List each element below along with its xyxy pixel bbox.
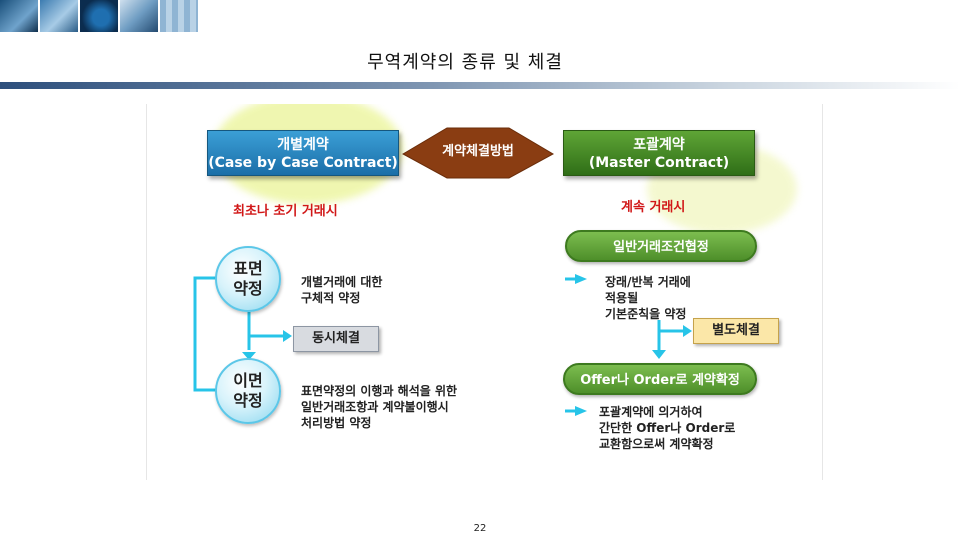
master-contract-box: 포괄계약 (Master Contract): [563, 130, 755, 176]
hidden-desc-line: 표면약정의 이행과 해석을 위한: [301, 383, 457, 399]
case-by-case-title: 개별계약: [208, 136, 398, 154]
thumbnail-image: [160, 0, 198, 32]
slide-title: 무역계약의 종류 및 체결: [0, 48, 930, 74]
thumbnail-image: [80, 0, 118, 32]
general-terms-agreement-pill: 일반거래조건협정: [565, 230, 757, 262]
general-desc-line: 기본준칙을 약정: [605, 306, 691, 322]
left-timing-label: 최초나 초기 거래시: [233, 200, 338, 219]
thumbnail-image: [0, 0, 38, 32]
thumbnail-image: [120, 0, 158, 32]
offer-desc-line: 간단한 Offer나 Order로: [599, 420, 735, 436]
hidden-desc-line: 일반거래조항과 계약불이행시: [301, 399, 457, 415]
hidden-agreement-circle: 이면 약정: [215, 358, 281, 424]
surface-agreement-circle: 표면 약정: [215, 246, 281, 312]
page-number: 22: [0, 523, 960, 534]
header-thumbnail-strip: [0, 0, 200, 32]
offer-desc-line: 교환함으로써 계약확정: [599, 436, 735, 452]
right-timing-label: 계속 거래시: [621, 196, 685, 215]
contract-method-diamond: 계약체결방법: [403, 126, 553, 178]
contract-diagram: 개별계약 (Case by Case Contract) 계약체결방법 포괄계약…: [146, 104, 823, 480]
case-by-case-subtitle: (Case by Case Contract): [208, 154, 398, 172]
case-by-case-contract-box: 개별계약 (Case by Case Contract): [207, 130, 399, 176]
hidden-agreement-description: 표면약정의 이행과 해석을 위한 일반거래조항과 계약불이행시 처리방법 약정: [301, 383, 457, 431]
master-contract-title: 포괄계약: [564, 136, 754, 154]
offer-order-description: 포괄계약에 의거하여 간단한 Offer나 Order로 교환함으로써 계약확정: [599, 404, 735, 452]
general-terms-description: 장래/반복 거래에 적용될 기본준칙을 약정: [605, 274, 691, 322]
separate-conclusion-box: 별도체결: [693, 318, 779, 344]
surface-circle-line2: 약정: [217, 279, 279, 299]
hidden-circle-line1: 이면: [217, 371, 279, 391]
surface-agreement-description: 개별거래에 대한 구체적 약정: [301, 274, 382, 306]
offer-order-confirmation-pill: Offer나 Order로 계약확정: [563, 363, 757, 395]
master-contract-subtitle: (Master Contract): [564, 154, 754, 172]
surface-circle-line1: 표면: [217, 259, 279, 279]
offer-desc-line: 포괄계약에 의거하여: [599, 404, 735, 420]
arrow-down-icon: [652, 350, 666, 359]
arrow-right-icon: [283, 330, 292, 342]
contract-method-label: 계약체결방법: [403, 126, 553, 178]
hidden-desc-line: 처리방법 약정: [301, 415, 457, 431]
general-desc-line: 적용될: [605, 290, 691, 306]
thumbnail-image: [40, 0, 78, 32]
general-desc-line: 장래/반복 거래에: [605, 274, 691, 290]
simultaneous-conclusion-box: 동시체결: [293, 326, 379, 352]
title-underline-bar: [0, 82, 960, 89]
surface-desc-line: 구체적 약정: [301, 290, 382, 306]
surface-desc-line: 개별거래에 대한: [301, 274, 382, 290]
bracket-line: [195, 278, 216, 390]
hidden-circle-line2: 약정: [217, 391, 279, 411]
arrow-right-icon: [683, 325, 692, 337]
